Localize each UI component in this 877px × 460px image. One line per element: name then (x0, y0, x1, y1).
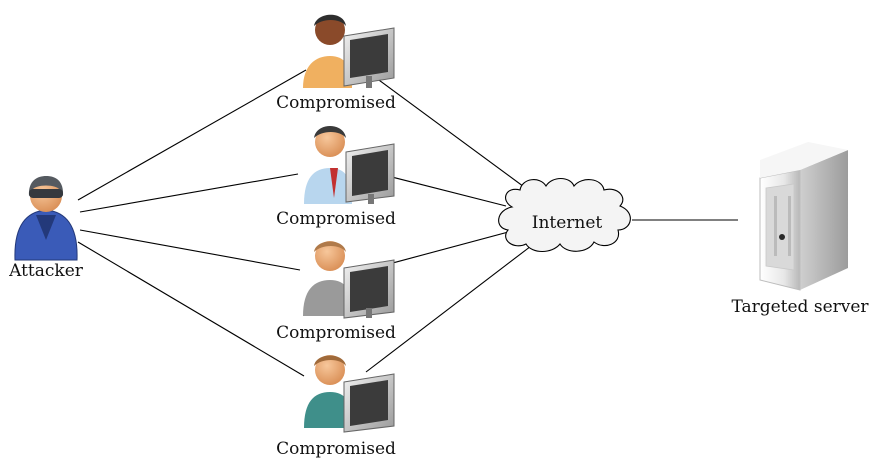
cloud-icon (498, 177, 631, 253)
compromised-host-2: Compromised (276, 126, 396, 229)
link-attacker-host-3 (79, 229, 301, 271)
compromised-host-4: Compromised (276, 355, 396, 459)
internet-label: Internet (532, 213, 603, 233)
user-at-computer-icon (303, 241, 395, 319)
host-3-label: Compromised (276, 323, 396, 343)
attacker-node: Attacker (8, 176, 84, 281)
compromised-host-1: Compromised (276, 14, 396, 113)
targeted-server-node: Targeted server (731, 142, 869, 317)
user-at-computer-icon (303, 14, 395, 88)
compromised-host-3: Compromised (276, 241, 396, 343)
host-2-label: Compromised (276, 209, 396, 229)
user-at-computer-icon (304, 355, 395, 433)
attacker-label: Attacker (8, 261, 84, 281)
server-tower-icon (759, 142, 848, 291)
link-host-1-internet (367, 71, 536, 196)
host-4-label: Compromised (276, 439, 396, 459)
internet-node: Internet (498, 177, 631, 253)
link-attacker-host-1 (77, 69, 307, 201)
link-host-2-internet (379, 173, 507, 207)
link-attacker-host-2 (79, 173, 299, 213)
link-attacker-host-4 (77, 241, 305, 377)
server-label: Targeted server (731, 297, 869, 317)
link-host-4-internet (365, 242, 536, 373)
user-at-computer-icon (304, 126, 395, 204)
host-1-label: Compromised (276, 93, 396, 113)
link-host-3-internet (373, 230, 513, 269)
hooded-attacker-icon (14, 176, 78, 261)
connection-lines (77, 69, 738, 377)
